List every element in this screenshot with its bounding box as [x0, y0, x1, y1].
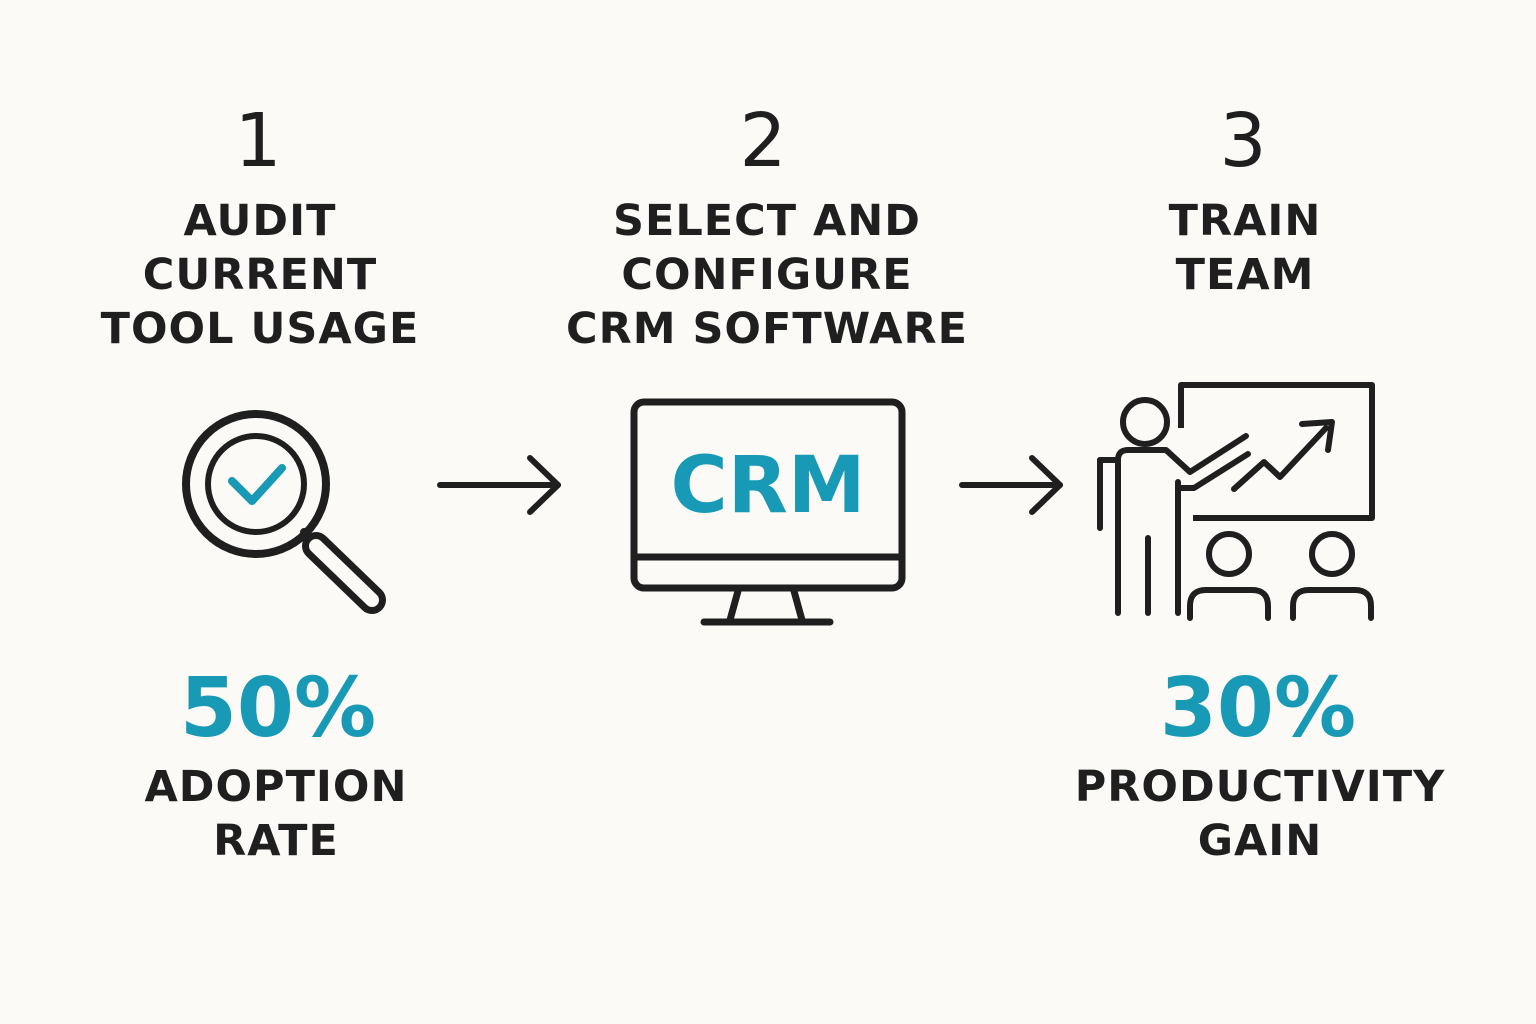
step-3-metric-label: PRODUCTIVITY GAIN [1074, 762, 1446, 866]
magnifying-glass-check-icon [182, 410, 386, 614]
right-arrow-icon [959, 455, 1063, 515]
step-3-metric-value: 30% [1159, 661, 1357, 756]
step-1-metric-label: ADOPTION RATE [144, 762, 408, 866]
step-1-title: AUDIT CURRENT TOOL USAGE [100, 196, 420, 354]
step-3-number: 3 [1219, 98, 1267, 184]
step-1-metric-value: 50% [179, 661, 377, 756]
step-2-number: 2 [739, 98, 787, 184]
computer-monitor-icon: CRM [630, 398, 906, 626]
right-arrow-icon [437, 455, 561, 515]
monitor-screen-label: CRM [671, 441, 866, 531]
step-3-title: TRAIN TEAM [1168, 196, 1322, 300]
presenter-training-icon [1097, 382, 1375, 621]
step-1-number: 1 [234, 98, 282, 184]
step-2-title: SELECT AND CONFIGURE CRM SOFTWARE [566, 196, 968, 354]
